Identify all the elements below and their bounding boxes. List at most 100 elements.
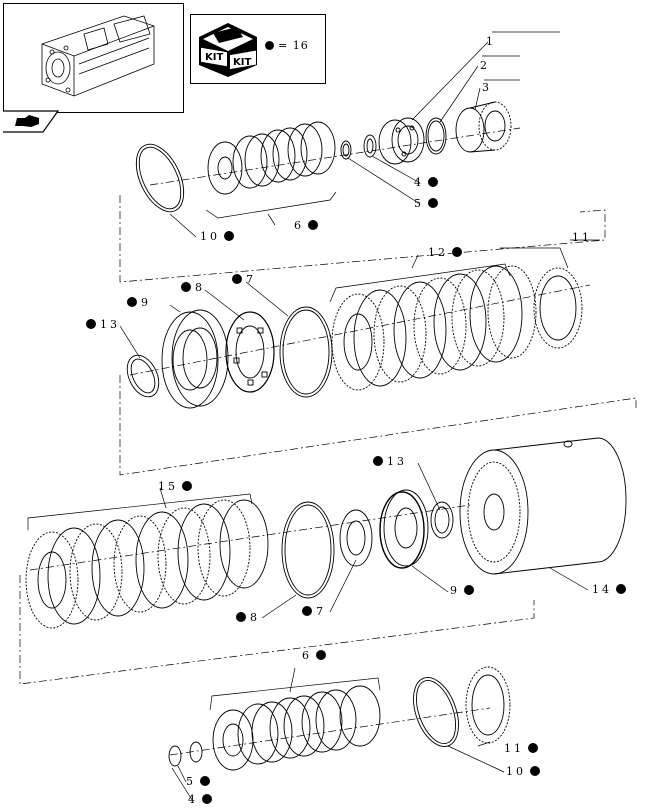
callout-5-lower[interactable]: 5 bbox=[186, 776, 210, 788]
kit-quantity-label: = 16 bbox=[278, 39, 309, 52]
kit-dot-icon bbox=[452, 247, 462, 257]
clutch-pack-part-12[interactable] bbox=[331, 265, 537, 391]
callout-8-lower-number: 8 bbox=[250, 611, 260, 624]
assembly-thumbnail[interactable] bbox=[3, 3, 184, 113]
hand-pointer-icon[interactable] bbox=[3, 110, 63, 134]
snap-ring-part-7[interactable] bbox=[279, 306, 333, 398]
snap-ring-part-10[interactable] bbox=[127, 137, 194, 219]
piston-part-9-lower[interactable] bbox=[379, 489, 429, 569]
disc-part-11[interactable] bbox=[533, 267, 583, 349]
callout-3[interactable]: 3 bbox=[482, 82, 492, 94]
leader-lines bbox=[27, 31, 600, 801]
spring-washer-part-13-lower[interactable] bbox=[430, 501, 454, 539]
callout-6-number: 6 bbox=[294, 219, 304, 232]
callout-10-lower-number: 10 bbox=[506, 765, 526, 778]
callout-5-number: 5 bbox=[414, 197, 424, 210]
kit-dot-icon bbox=[428, 177, 438, 187]
spring-washer-part-13[interactable] bbox=[121, 350, 165, 402]
callout-10[interactable]: 10 bbox=[200, 231, 234, 243]
kit-dot-icon bbox=[200, 776, 210, 786]
callout-14[interactable]: 14 bbox=[592, 584, 626, 596]
callout-4-number: 4 bbox=[414, 176, 424, 189]
callout-11-lower-number: 11 bbox=[504, 742, 524, 755]
kit-dot-icon bbox=[202, 794, 212, 804]
kit-dot-icon bbox=[236, 612, 246, 622]
callout-8[interactable]: 8 bbox=[181, 282, 205, 294]
friction-discs-part-6[interactable] bbox=[207, 121, 336, 195]
snap-ring-part-8-lower[interactable] bbox=[281, 501, 335, 599]
kit-dot-icon bbox=[316, 650, 326, 660]
callout-11[interactable]: 11 bbox=[572, 232, 592, 244]
callout-15[interactable]: 15 bbox=[158, 481, 192, 493]
callout-6[interactable]: 6 bbox=[294, 220, 318, 232]
snap-ring-part-10-lower[interactable] bbox=[405, 671, 467, 752]
callout-7[interactable]: 7 bbox=[232, 274, 256, 286]
callout-7-number: 7 bbox=[246, 273, 256, 286]
callout-13-number: 13 bbox=[100, 318, 120, 331]
callout-1[interactable]: 1 bbox=[486, 36, 496, 48]
callout-2-number: 2 bbox=[480, 59, 490, 72]
kit-dot-icon bbox=[464, 585, 474, 595]
kit-dot-icon bbox=[224, 231, 234, 241]
hub-part-1[interactable] bbox=[378, 117, 425, 165]
kit-box-icon: KIT KIT bbox=[199, 23, 257, 77]
callout-10-number: 10 bbox=[200, 230, 220, 243]
disc-part-11-lower[interactable] bbox=[465, 666, 511, 744]
callout-15-number: 15 bbox=[158, 480, 178, 493]
kit-dot-icon bbox=[86, 319, 96, 329]
callout-9-lower-number: 9 bbox=[450, 584, 460, 597]
callout-4[interactable]: 4 bbox=[414, 177, 438, 189]
clutch-pack-part-15[interactable] bbox=[25, 499, 269, 629]
drum-part-14[interactable] bbox=[459, 437, 627, 575]
callout-5[interactable]: 5 bbox=[414, 198, 438, 210]
callout-7-lower-number: 7 bbox=[316, 605, 326, 618]
kit-dot-icon bbox=[182, 481, 192, 491]
callout-1-number: 1 bbox=[486, 35, 496, 48]
kit-dot-icon bbox=[530, 766, 540, 776]
gear-part-3[interactable] bbox=[455, 101, 512, 153]
callout-9-number: 9 bbox=[141, 296, 151, 309]
circlip-part-2[interactable] bbox=[425, 117, 447, 155]
spring-plate-part-7-lower[interactable] bbox=[339, 509, 373, 567]
callout-14-number: 14 bbox=[592, 583, 612, 596]
callout-7-lower[interactable]: 7 bbox=[302, 606, 326, 618]
kit-dot-icon bbox=[428, 198, 438, 208]
centerlines bbox=[19, 127, 637, 756]
callout-12[interactable]: 12 bbox=[428, 247, 462, 259]
kit-dot-icon bbox=[373, 456, 383, 466]
callout-13-lower[interactable]: 13 bbox=[373, 456, 407, 468]
callout-10-lower[interactable]: 10 bbox=[506, 766, 540, 778]
transmission-housing-icon bbox=[41, 15, 155, 97]
callout-12-number: 12 bbox=[428, 246, 448, 259]
callout-9[interactable]: 9 bbox=[127, 297, 151, 309]
kit-dot-icon bbox=[302, 606, 312, 616]
o-rings-part-4-5[interactable] bbox=[340, 134, 377, 160]
callout-4-lower[interactable]: 4 bbox=[188, 794, 212, 806]
kit-dot-icon bbox=[616, 584, 626, 594]
callout-2[interactable]: 2 bbox=[480, 60, 490, 72]
callout-13-lower-number: 13 bbox=[387, 455, 407, 468]
kit-dot-icon bbox=[181, 282, 191, 292]
kit-badge-text-2: KIT bbox=[233, 57, 251, 68]
friction-discs-part-6-lower[interactable] bbox=[212, 685, 381, 771]
piston-part-9[interactable] bbox=[161, 309, 229, 409]
callout-13[interactable]: 13 bbox=[86, 319, 120, 331]
callout-9-lower[interactable]: 9 bbox=[450, 585, 474, 597]
kit-dot-icon bbox=[308, 220, 318, 230]
callout-4-lower-number: 4 bbox=[188, 793, 198, 806]
spring-plate-part-8[interactable] bbox=[225, 311, 275, 393]
callout-8-number: 8 bbox=[195, 281, 205, 294]
callout-11-lower[interactable]: 11 bbox=[504, 743, 538, 755]
o-rings-part-4-5-lower[interactable] bbox=[168, 741, 203, 767]
kit-dot-icon bbox=[528, 743, 538, 753]
callout-3-number: 3 bbox=[482, 81, 492, 94]
callout-6-lower[interactable]: 6 bbox=[302, 650, 326, 662]
kit-dot-icon bbox=[127, 297, 137, 307]
callout-8-lower[interactable]: 8 bbox=[236, 612, 260, 624]
kit-dot-icon bbox=[232, 274, 242, 284]
kit-dot-icon bbox=[265, 41, 274, 50]
kit-badge-text-1: KIT bbox=[205, 52, 223, 63]
callout-5-lower-number: 5 bbox=[186, 775, 196, 788]
